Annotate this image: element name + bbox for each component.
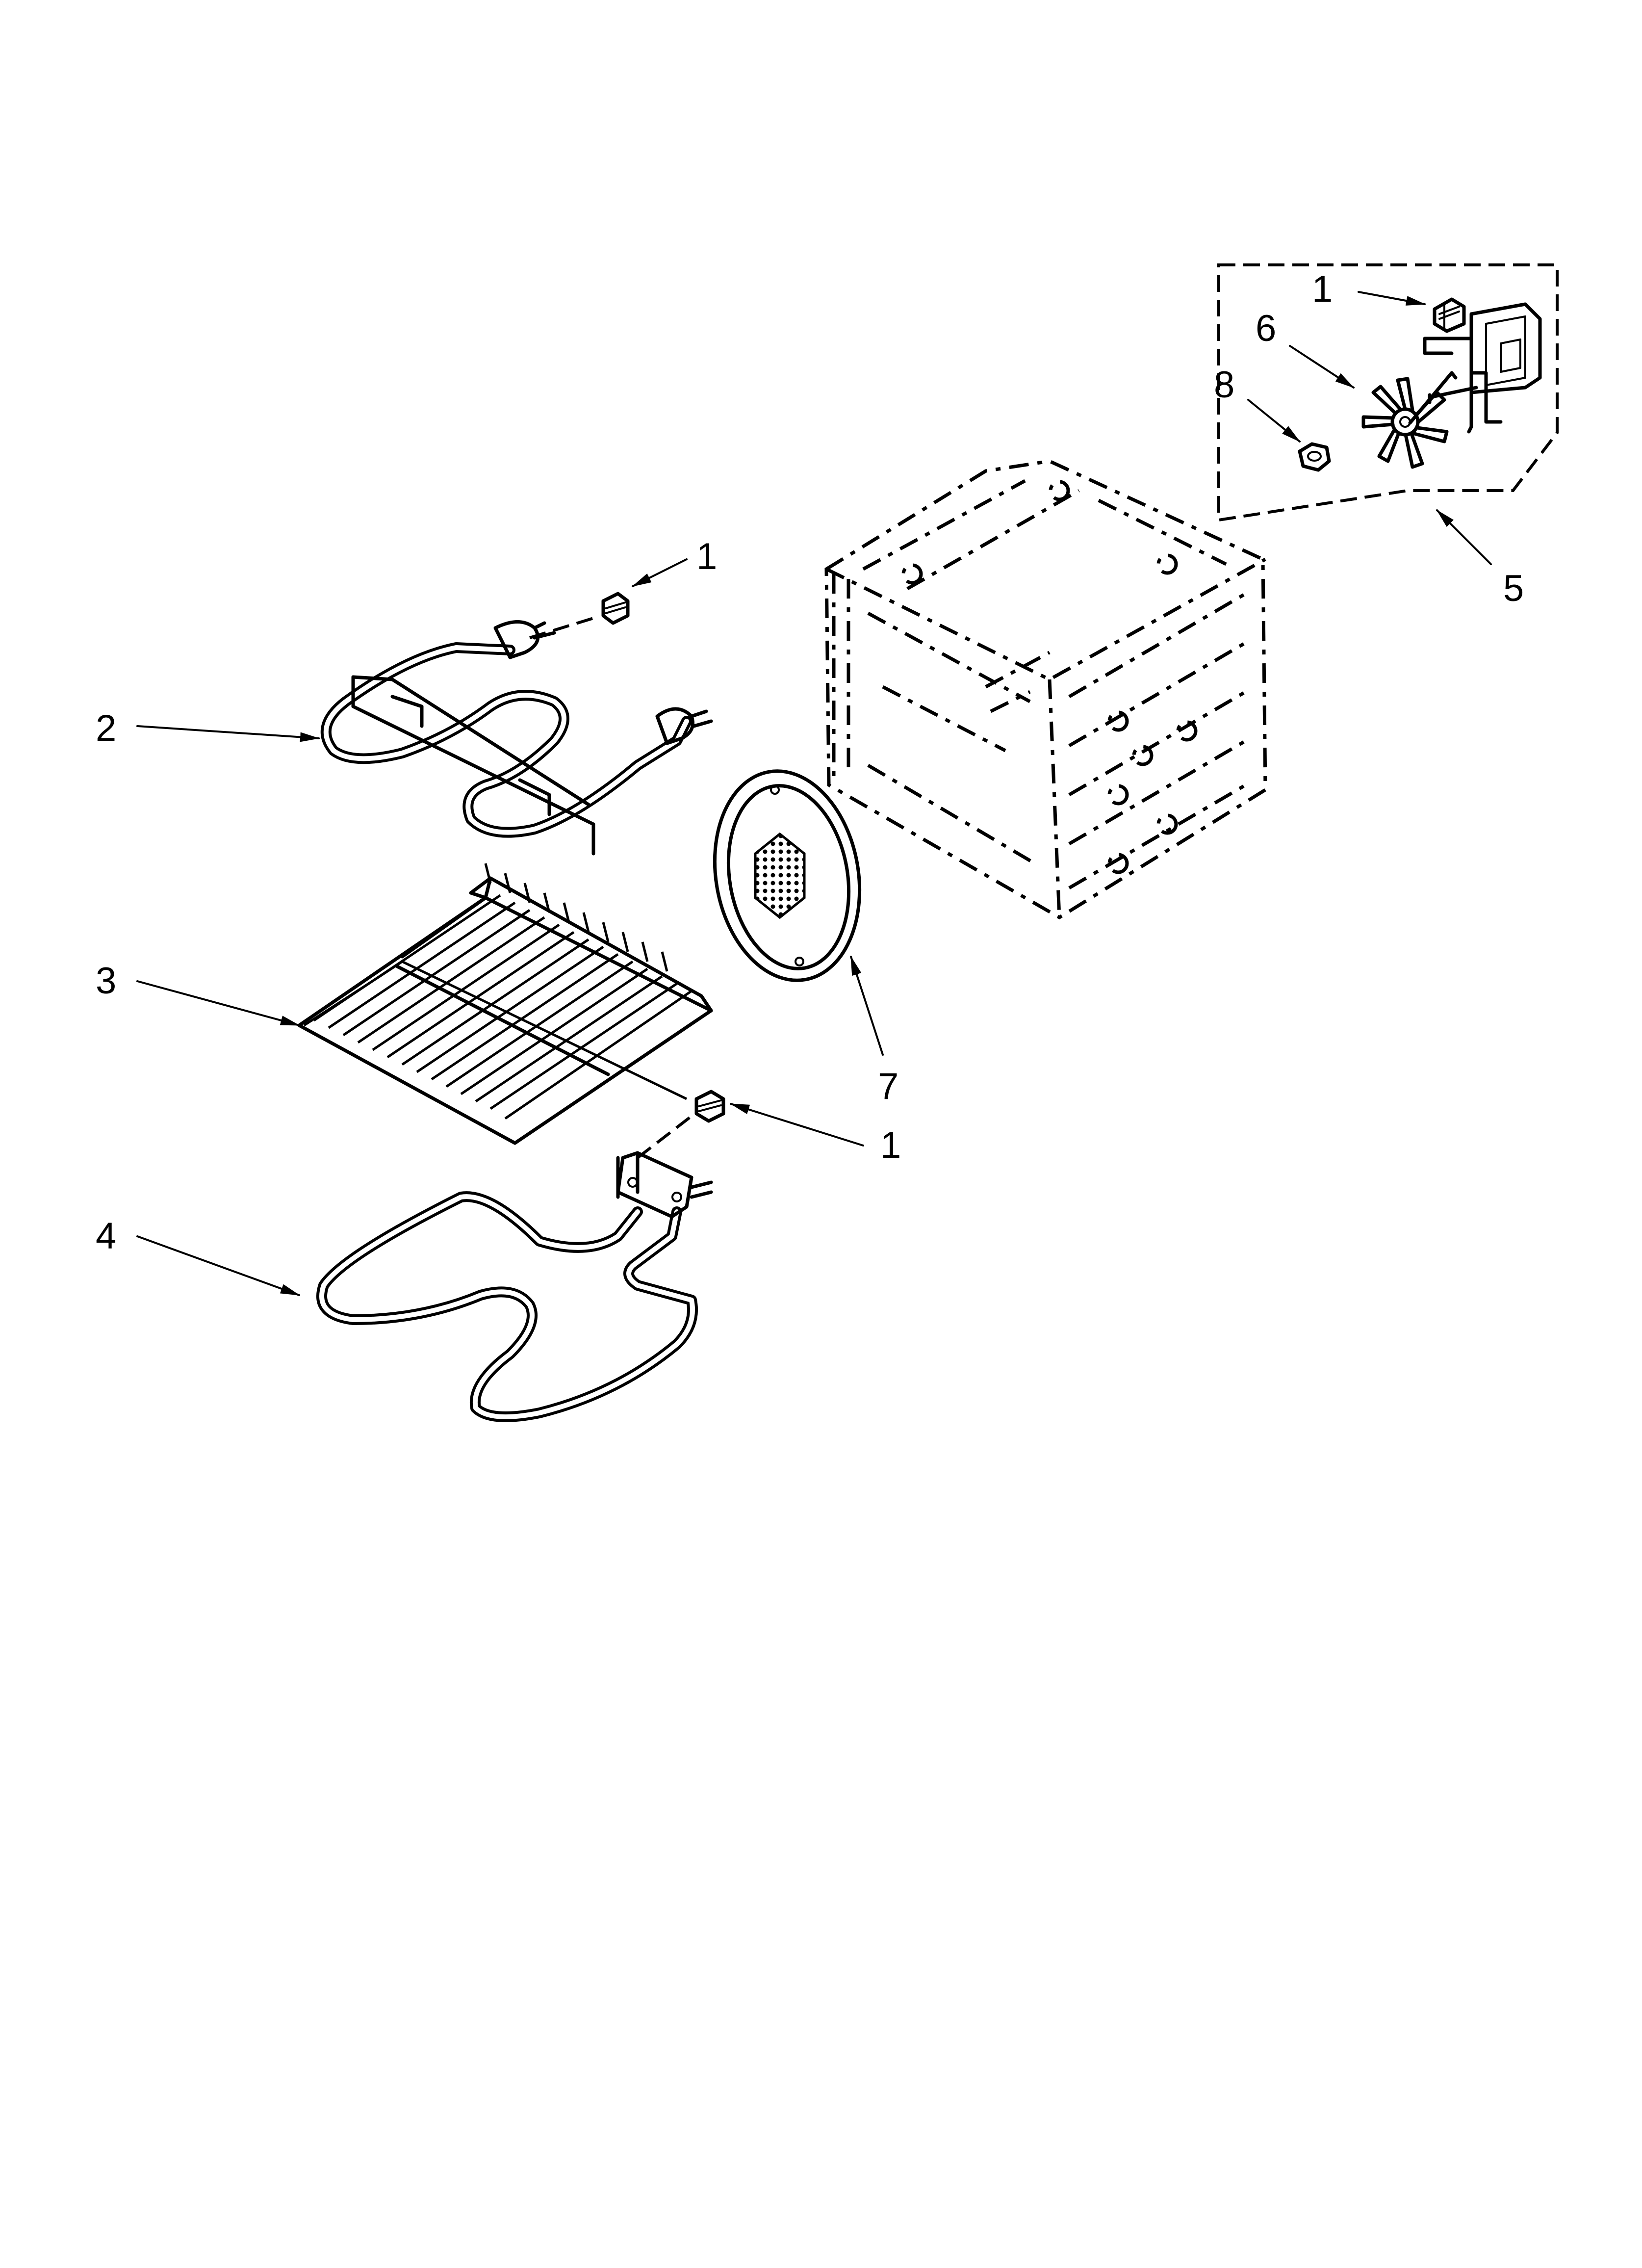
convection-fan-kit-box (1217, 263, 1559, 522)
callout-3-oven-rack: 3 (96, 960, 116, 1002)
bake-element (316, 1151, 713, 1422)
callout-1-broil-screw: 1 (696, 536, 717, 577)
callout-1-bake-screw: 1 (880, 1124, 901, 1166)
bake-element-screw (694, 1090, 725, 1123)
oven-cavity (824, 459, 1267, 920)
screw-alignment-line-lower (637, 1115, 693, 1159)
screw-alignment-line (529, 617, 594, 639)
fan-cover (713, 769, 862, 982)
callout-6-fan-blade: 6 (1256, 308, 1276, 349)
callout-2-broil-element: 2 (96, 707, 116, 749)
nut (1298, 442, 1331, 472)
callout-8-nut: 8 (1214, 364, 1234, 406)
callout-4-bake-element: 4 (96, 1215, 116, 1257)
broil-element-screw (601, 592, 630, 625)
callout-1-motor-screw: 1 (1312, 268, 1333, 310)
oven-rack (297, 863, 713, 1145)
fan-motor (1423, 302, 1542, 434)
fan-blade (1361, 371, 1458, 469)
callout-5-fan-kit: 5 (1503, 568, 1524, 609)
motor-screw (1433, 297, 1466, 333)
broil-element (320, 620, 713, 856)
callout-7-fan-cover: 7 (878, 1066, 898, 1107)
leader-lines (136, 291, 1492, 1296)
